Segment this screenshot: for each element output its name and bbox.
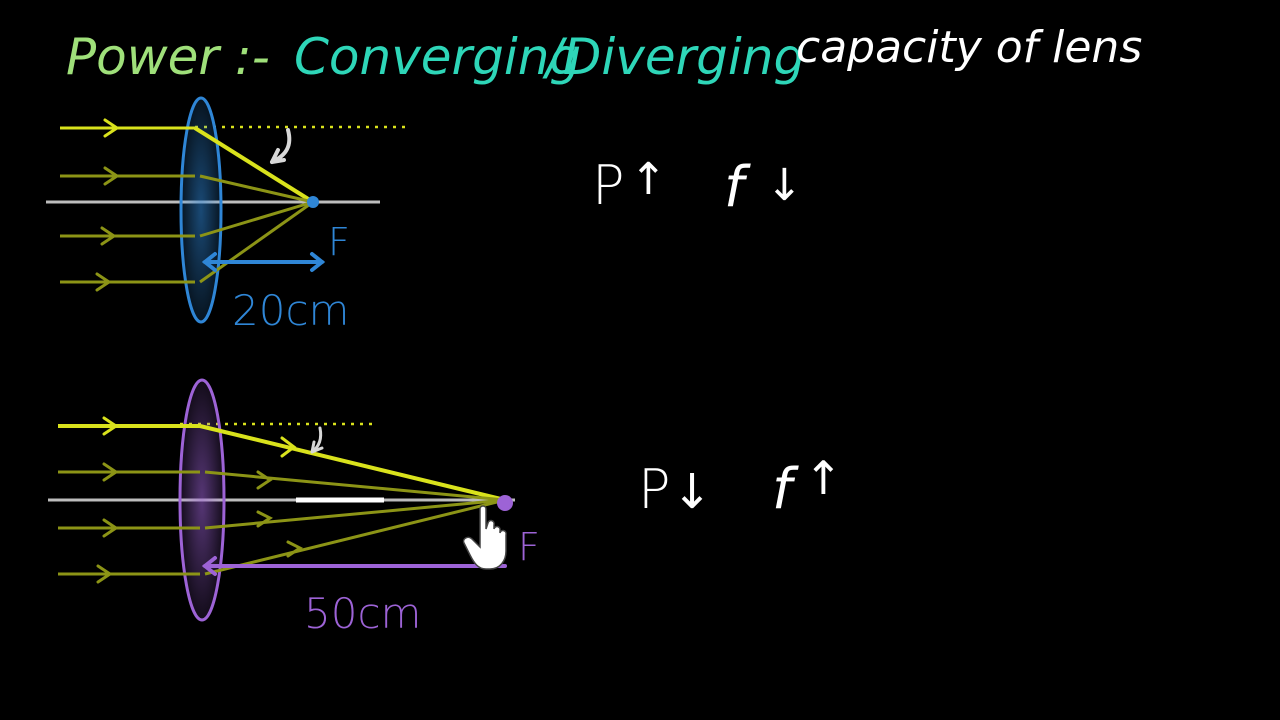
title-rest: capacity of lens xyxy=(796,22,1142,73)
title: Power :- Converging /Diverging capacity … xyxy=(66,22,1142,86)
refracted-rays-bottom xyxy=(199,424,506,576)
focal-length-label-top: 20cm xyxy=(232,286,349,335)
relation-bottom-p: P xyxy=(638,458,671,521)
relation-bottom-f-arrow: ↑ xyxy=(804,451,843,505)
focus-label-top: F xyxy=(328,220,350,264)
incoming-rays-top xyxy=(60,126,195,284)
relation-top: P ↑ f ↓ xyxy=(592,154,803,220)
lens-diagram-top: F 20cm xyxy=(46,96,410,335)
lens-diagram-bottom: F 50cm xyxy=(48,378,540,638)
relation-top-f: f xyxy=(724,155,751,220)
ray-arrowheads-bottom xyxy=(96,416,119,584)
focus-point-top xyxy=(307,196,319,208)
relation-top-p: P xyxy=(592,154,625,217)
focus-label-bottom: F xyxy=(518,525,540,569)
relation-bottom-p-arrow: ↓ xyxy=(672,464,712,520)
hand-cursor-icon xyxy=(462,505,507,570)
incoming-rays-bottom xyxy=(58,424,200,576)
convex-lens-bottom xyxy=(178,378,226,622)
ray-arrowheads-top xyxy=(95,118,120,292)
bend-marker-arrow-bottom xyxy=(310,426,324,454)
relation-top-p-arrow: ↑ xyxy=(630,154,667,205)
focus-point-bottom xyxy=(497,495,513,511)
relation-bottom-f: f xyxy=(772,457,799,522)
title-diverging: /Diverging xyxy=(542,28,805,86)
focal-length-arrow-top xyxy=(201,252,326,272)
refracted-ray-arrowheads-bottom xyxy=(256,436,303,558)
focal-length-arrow-bottom xyxy=(201,556,507,576)
focal-length-label-bottom: 50cm xyxy=(304,589,421,638)
title-converging: Converging xyxy=(294,28,581,86)
relation-top-f-arrow: ↓ xyxy=(766,160,803,211)
bend-marker-arrow-top xyxy=(270,128,292,164)
title-power: Power :- xyxy=(66,28,270,86)
relation-bottom: P ↓ f ↑ xyxy=(638,451,843,522)
refracted-rays-top xyxy=(193,126,315,284)
